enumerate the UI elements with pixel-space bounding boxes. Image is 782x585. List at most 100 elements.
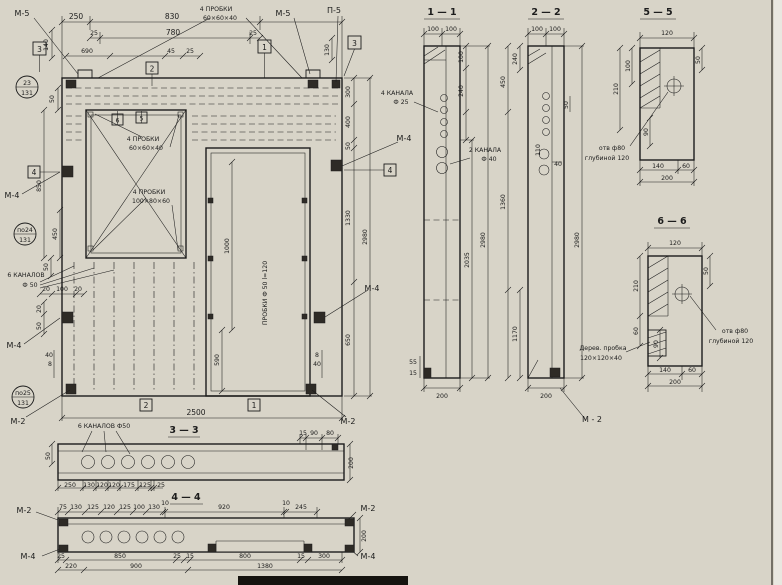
dim-50-v: 50 [36, 322, 43, 330]
dim-200: 200 [436, 393, 448, 400]
dim-130: 130 [148, 504, 160, 511]
note-door-plugs: ПРОБКИ Ф 50 l=120 [262, 261, 269, 325]
mark-23: 23 [23, 80, 31, 87]
flag-2-bottom: 2 [144, 401, 149, 410]
marker-m4-left-top: М-4 [5, 191, 20, 200]
dim-100: 100 [56, 286, 68, 293]
flag-3-left: 3 [37, 45, 42, 54]
marker-m4-right: М-4 [361, 552, 376, 561]
marker-m4-left: М-4 [21, 552, 36, 561]
note-hole-1: отв ф80 [722, 328, 748, 335]
flag-2-top: 2 [150, 65, 155, 74]
dim-15: 15 [186, 553, 194, 560]
dim-590-v: 590 [214, 354, 221, 366]
dim-200: 200 [661, 175, 673, 182]
mark-po25: по25 [15, 390, 31, 397]
section-3-3-title: 3 — 3 [169, 425, 198, 436]
dim-690: 690 [81, 48, 93, 55]
note-hole-2: глубиной 120 [709, 337, 753, 345]
dim-850: 850 [114, 553, 126, 560]
dim-850-v: 850 [36, 180, 43, 192]
dim-15: 15 [299, 430, 307, 437]
dim-140-v: 140 [43, 39, 50, 51]
note-hole-2: глубиной 120 [585, 154, 629, 162]
dim-50-v: 50 [695, 56, 702, 64]
dim-25: 25 [157, 482, 165, 489]
note-2-channels-1: 2 КАНАЛА [469, 147, 502, 154]
section-4-4-title: 4 — 4 [171, 492, 201, 503]
dim-125: 125 [119, 504, 131, 511]
flag-5: 5 [140, 116, 144, 123]
flag-6: 6 [116, 118, 120, 125]
dim-20-a: 20 [42, 286, 50, 293]
section-4-4: 4 — 4 М-2 М-2 75 130 125 120 125 100 130… [17, 492, 376, 574]
dim-2980-v: 2980 [362, 229, 369, 245]
dim-20-v: 20 [36, 305, 43, 313]
dim-100: 100 [531, 26, 543, 33]
dim-110-v: 110 [535, 144, 542, 156]
dim-40-r: 40 [313, 361, 321, 368]
mark-23-den: 131 [21, 90, 33, 97]
dim-40: 40 [554, 161, 562, 168]
dim-60-v: 60 [633, 327, 640, 335]
dim-250: 250 [69, 12, 84, 21]
dim-25-c: 25 [186, 48, 194, 55]
dim-130: 130 [83, 482, 95, 489]
dim-8-l: 8 [48, 361, 52, 368]
dim-200: 200 [669, 379, 681, 386]
dim-920: 920 [218, 504, 230, 511]
dim-50-left-mid: 50 [43, 263, 50, 271]
dim-130-v: 130 [324, 44, 331, 56]
dim-240-v: 240 [512, 53, 519, 65]
dim-2980-v: 2980 [480, 232, 487, 248]
section-6-6: 6 — 6 120 210 60 50 90 отв ф80 глубиной … [579, 216, 753, 392]
scan-artifacts [238, 0, 782, 585]
dim-300-v: 300 [345, 86, 352, 98]
dim-220: 220 [65, 563, 77, 570]
note-2-channels-2: Ф 40 [481, 156, 496, 163]
dim-60: 60 [688, 367, 696, 374]
dim-450-v: 450 [52, 228, 59, 240]
dim-100-v: 100 [625, 60, 632, 72]
dim-175: 175 [123, 482, 135, 489]
dim-125: 125 [139, 482, 151, 489]
flag-1-top: 1 [262, 43, 267, 52]
section-3-3: 6 КАНАЛОВ Ф50 3 — 3 15 90 80 50 200 250 … [45, 423, 355, 492]
dim-240-v: 240 [458, 85, 465, 97]
dim-200-v: 200 [348, 457, 355, 469]
note-4-channels-2: Ф 25 [393, 99, 408, 106]
note-channels-2: Ф 50 [22, 282, 37, 289]
note-6-channels: 6 КАНАЛОВ Ф50 [78, 423, 130, 430]
dim-1330-v: 1330 [345, 210, 352, 226]
section-1-1: 1 — 1 4 КАНАЛА Ф 25 2 КАНАЛА Ф 40 100 10… [381, 7, 502, 400]
dim-2500: 2500 [186, 408, 205, 417]
dim-55: 55 [409, 359, 417, 366]
dim-100: 100 [427, 26, 439, 33]
dim-200-v: 200 [361, 530, 368, 542]
mark-po25-den: 131 [17, 400, 29, 407]
dim-90-v: 90 [643, 128, 650, 136]
dim-25-a: 25 [90, 30, 98, 37]
dim-140: 140 [652, 163, 664, 170]
dim-25: 25 [57, 553, 65, 560]
dim-90: 90 [310, 430, 318, 437]
flag-4-left: 4 [32, 168, 37, 177]
dim-100: 100 [133, 504, 145, 511]
marker-m2-left: М-2 [17, 506, 32, 515]
marker-m5-right: М-5 [276, 9, 291, 18]
dim-300: 300 [318, 553, 330, 560]
marker-m2-left: М-2 [11, 417, 26, 426]
dim-120: 120 [96, 482, 108, 489]
section-5-5-title: 5 — 5 [643, 7, 672, 18]
dim-210-v: 210 [613, 83, 620, 95]
marker-m2: М - 2 [582, 415, 602, 424]
flag-1-bottom: 1 [252, 401, 257, 410]
dim-130: 130 [70, 504, 82, 511]
dim-120: 120 [669, 240, 681, 247]
dim-10: 10 [161, 500, 169, 507]
marker-m2-right: М-2 [361, 504, 376, 513]
dim-50-left-top: 50 [49, 95, 56, 103]
flag-4-right: 4 [388, 166, 393, 175]
